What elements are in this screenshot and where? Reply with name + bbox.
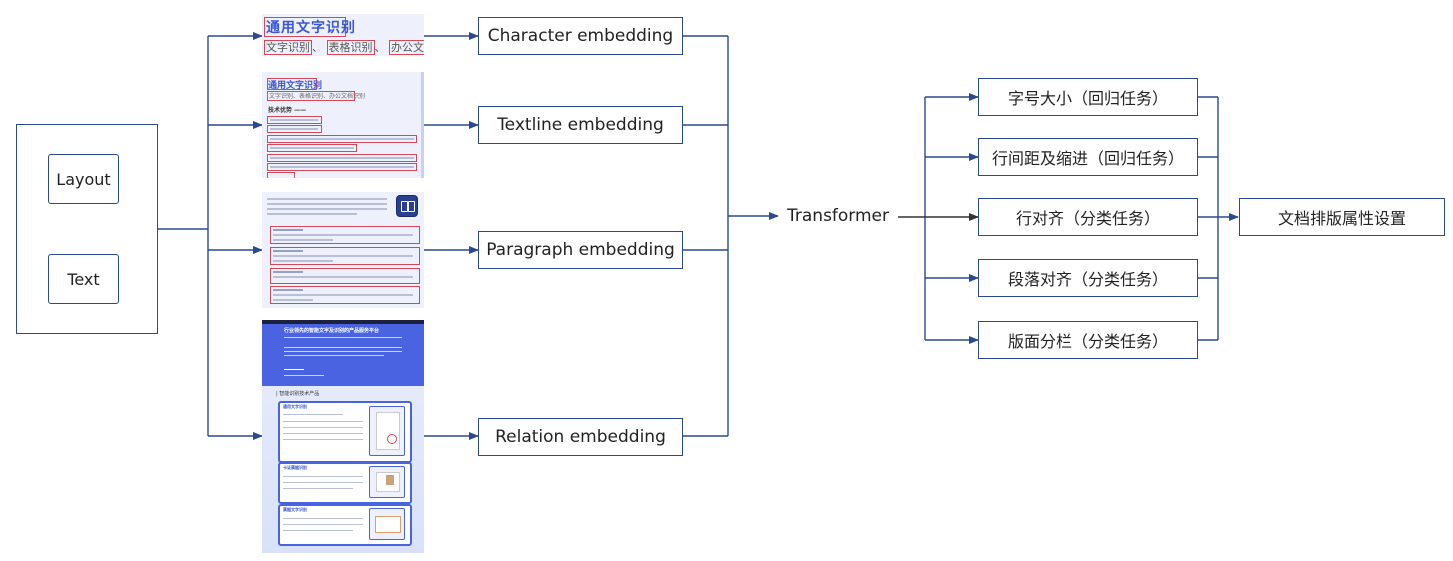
transformer-label: Transformer (787, 206, 890, 226)
relation-card-title: 卡证票据识别 (283, 465, 307, 470)
paragraph-embedding-label: Paragraph embedding (486, 240, 675, 260)
relation-embedding-box: Relation embedding (478, 418, 683, 456)
line-spacing-task-box: 行间距及缩进（回归任务） (978, 138, 1198, 176)
character-thumbnail: 通用文字识别 文字识别、 表格识别、 办公文档识别 (262, 14, 424, 56)
textline-thumbnail: 通用文字识别 文字识别、表格识别、办公文档识别 技术优势 —— (262, 72, 424, 178)
character-thumb-tag: 文字识别 (264, 40, 312, 55)
relation-list-title: | 智能识别技术产品 (276, 391, 320, 397)
textline-thumb-title: 通用文字识别 (268, 81, 323, 91)
relation-embedding-label: Relation embedding (495, 427, 666, 447)
layout-input-box: Layout (48, 154, 119, 204)
line-align-task-box: 行对齐（分类任务） (978, 198, 1198, 236)
relation-banner-title: 行业领先的智能文字及识别的产品服务平台 (284, 328, 380, 334)
textline-embedding-label: Textline embedding (497, 115, 664, 135)
line-spacing-task-label: 行间距及缩进（回归任务） (991, 149, 1184, 168)
id-card-preview-icon (369, 466, 405, 498)
text-input-label: Text (67, 269, 100, 289)
text-input-box: Text (48, 254, 119, 304)
layout-input-label: Layout (56, 169, 111, 189)
paragraph-thumbnail (262, 192, 424, 308)
paragraph-align-task-box: 段落对齐（分类任务） (978, 259, 1198, 297)
character-thumb-tags: 文字识别、 表格识别、 办公文档识别 (264, 39, 424, 55)
relation-card-title: 通用文字识别 (283, 404, 307, 409)
font-size-task-label: 字号大小（回归任务） (1007, 89, 1168, 108)
column-layout-task-box: 版面分栏（分类任务） (978, 321, 1198, 359)
textline-thumb-section: 技术优势 —— (268, 107, 307, 114)
character-embedding-box: Character embedding (478, 17, 683, 55)
character-embedding-label: Character embedding (487, 26, 674, 46)
paragraph-embedding-box: Paragraph embedding (478, 231, 683, 269)
character-thumb-title: 通用文字识别 (266, 20, 356, 36)
output-settings-box: 文档排版属性设置 (1239, 198, 1445, 236)
document-preview-icon (369, 406, 405, 456)
paragraph-align-task-label: 段落对齐（分类任务） (1007, 270, 1168, 289)
output-settings-label: 文档排版属性设置 (1277, 209, 1406, 228)
relation-card-title: 票据文字识别 (283, 507, 307, 512)
font-size-task-box: 字号大小（回归任务） (978, 78, 1198, 116)
app-logo-icon (396, 195, 418, 217)
textline-embedding-box: Textline embedding (478, 106, 683, 144)
relation-thumbnail: 行业领先的智能文字及识别的产品服务平台 | 智能识别技术产品 通用文字识别 卡证… (262, 320, 424, 553)
character-thumb-tag: 办公文档识别 (389, 40, 424, 55)
textline-thumb-subtitle: 文字识别、表格识别、办公文档识别 (269, 93, 366, 100)
column-layout-task-label: 版面分栏（分类任务） (1007, 332, 1168, 351)
line-align-task-label: 行对齐（分类任务） (1015, 209, 1160, 228)
invoice-preview-icon (369, 508, 405, 540)
character-thumb-tag: 表格识别 (326, 40, 375, 55)
